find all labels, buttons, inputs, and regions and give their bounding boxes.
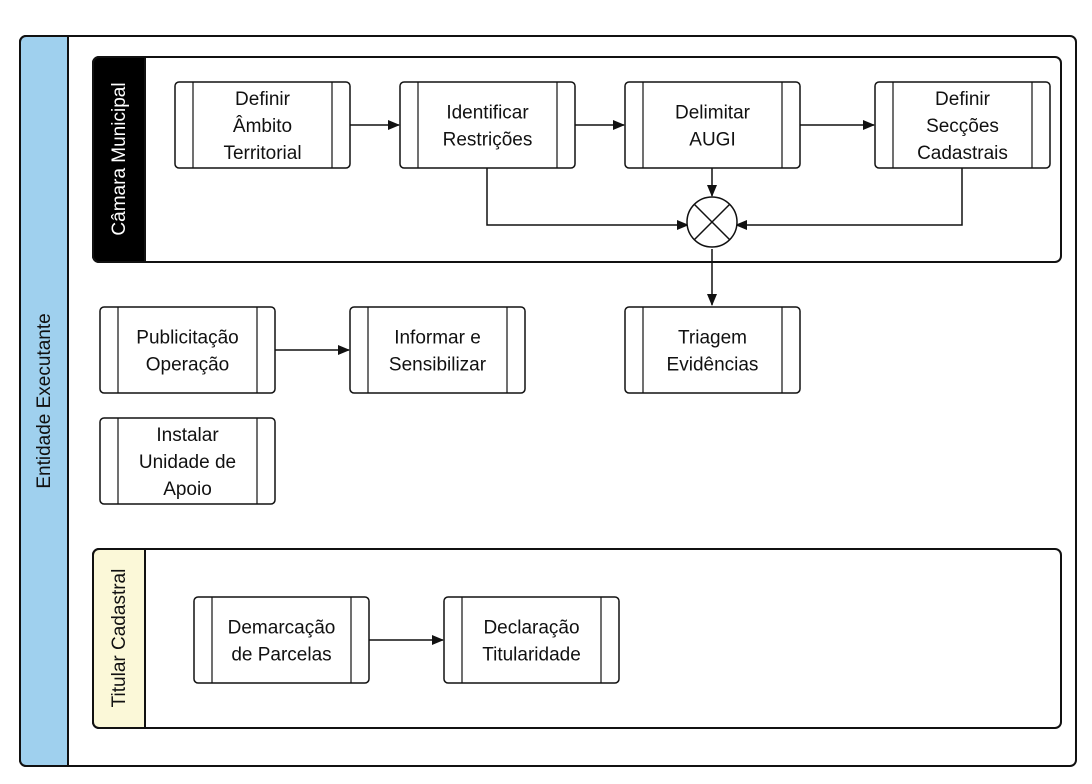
task-label-line: Operação [146, 355, 229, 376]
task-label-line: Unidade de [139, 452, 236, 473]
task-label-line: AUGI [689, 130, 735, 151]
task-label-line: Âmbito [233, 115, 292, 137]
task-label-line: Publicitação [136, 328, 238, 349]
task-label-line: Identificar [446, 103, 529, 124]
task-label-line: Apoio [163, 479, 212, 500]
task-label-line: Triagem [678, 328, 747, 349]
connectors [275, 120, 963, 645]
task-label-line: Titularidade [482, 645, 581, 666]
task-label-line: Definir [935, 89, 991, 110]
task-label-line: de Parcelas [231, 645, 331, 666]
task-informar: Informar e Sensibilizar [349, 306, 526, 394]
pool-label: Entidade Executante [34, 313, 55, 488]
task-label-line: Evidências [667, 355, 759, 376]
flow-arrow [486, 168, 689, 230]
task-label-line: Delimitar [675, 103, 751, 124]
flow-arrow [735, 168, 963, 230]
task-demarcacao: Demarcação de Parcelas [193, 596, 370, 684]
lane-band [92, 548, 146, 729]
task-label-line: Informar e [394, 328, 481, 349]
task-label-line: Declaração [483, 618, 579, 639]
task-label-line: Instalar [156, 425, 219, 446]
pool-band [19, 35, 69, 767]
task-label-line: Restrições [443, 130, 533, 151]
task-label-line: Cadastrais [917, 143, 1008, 164]
task-label-line: Sensibilizar [389, 355, 487, 376]
x-circle-icon [686, 196, 738, 248]
lane-label: Câmara Municipal [109, 82, 130, 235]
task-label-line: Demarcação [228, 618, 336, 639]
task-label-line: Secções [926, 116, 999, 137]
lane-band [92, 56, 146, 263]
task-label-line: Territorial [223, 143, 301, 164]
task-label-line: Definir [235, 89, 291, 110]
lane-label: Titular Cadastral [109, 569, 130, 708]
